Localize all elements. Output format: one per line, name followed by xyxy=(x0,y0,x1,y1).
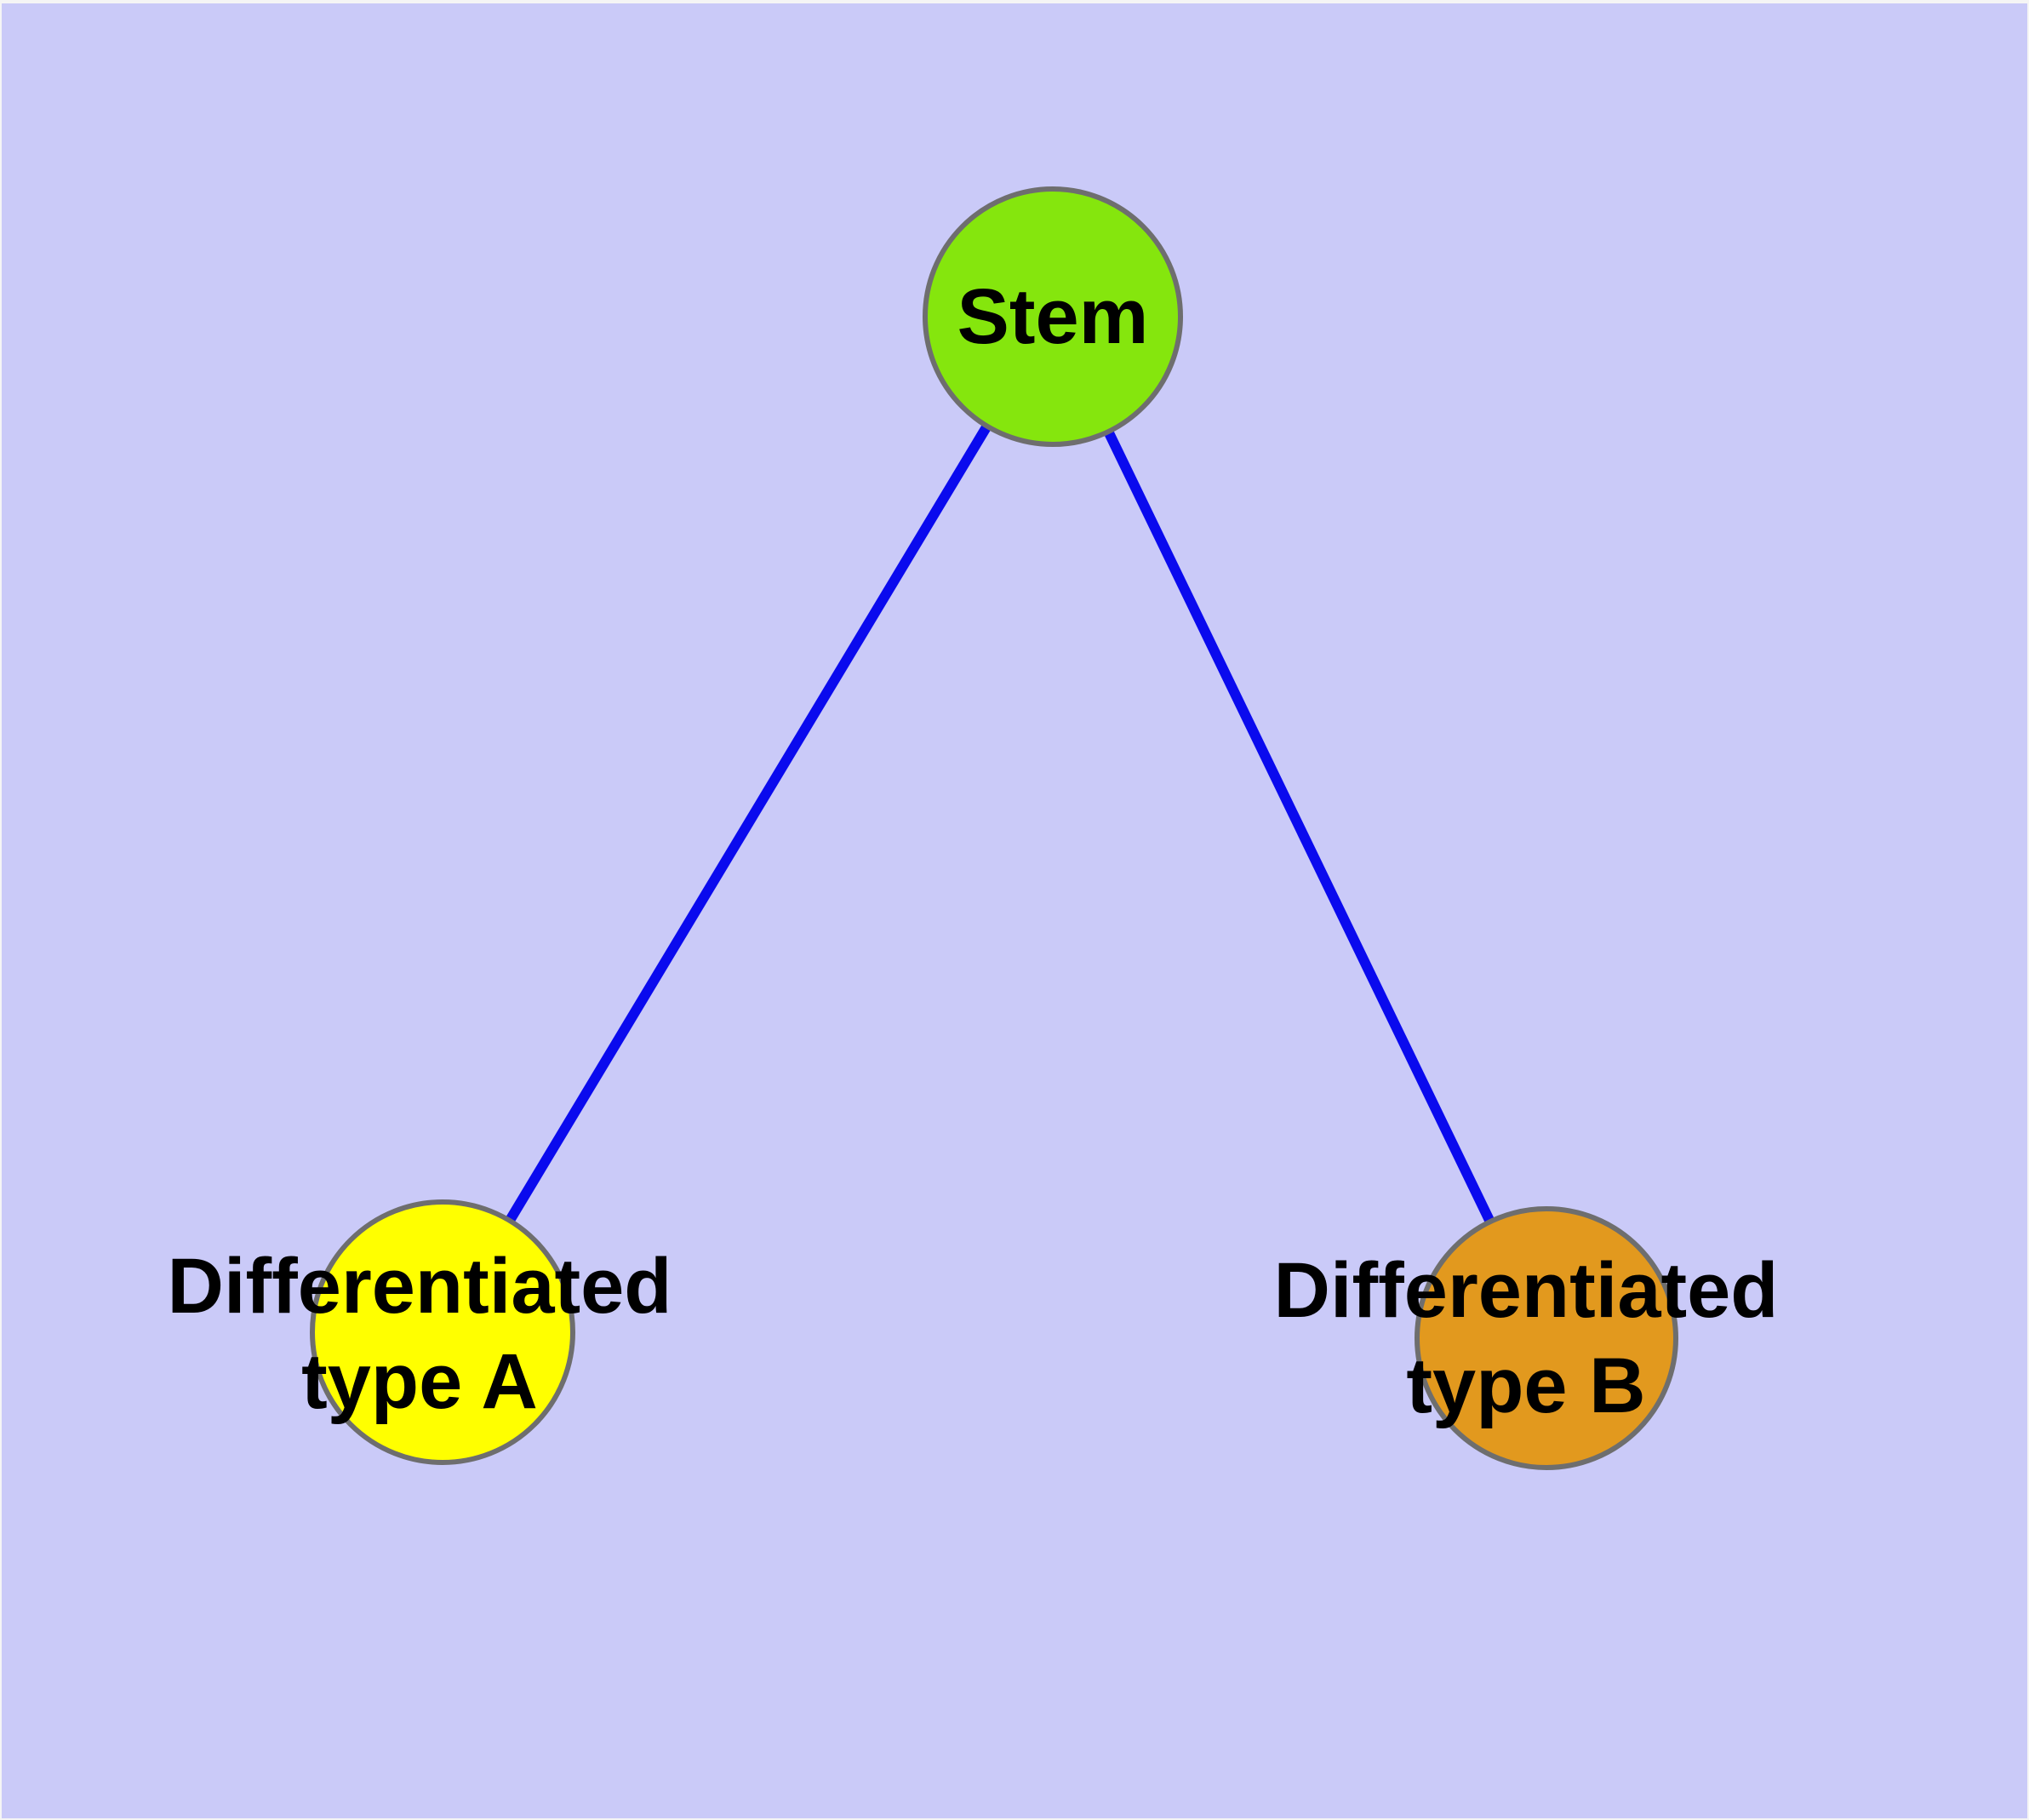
node-label-stem: Stem xyxy=(957,273,1149,360)
node-label-type-a: Differentiated type A xyxy=(168,1239,672,1429)
node-label-type-a-line1: Differentiated xyxy=(167,1243,672,1330)
edge-stem-to-type-b xyxy=(1048,314,1552,1341)
node-label-type-b: Differentiated type B xyxy=(1274,1243,1779,1434)
node-circle-type-a xyxy=(310,1199,575,1465)
node-circle-type-b xyxy=(1415,1206,1678,1470)
edge-stem-to-type-a xyxy=(437,313,1058,1336)
node-label-type-a-line2: type A xyxy=(301,1338,538,1425)
node-label-type-b-line1: Differentiated xyxy=(1273,1247,1779,1334)
node-label-type-b-line2: type B xyxy=(1406,1342,1646,1429)
node-circle-stem xyxy=(923,186,1183,447)
